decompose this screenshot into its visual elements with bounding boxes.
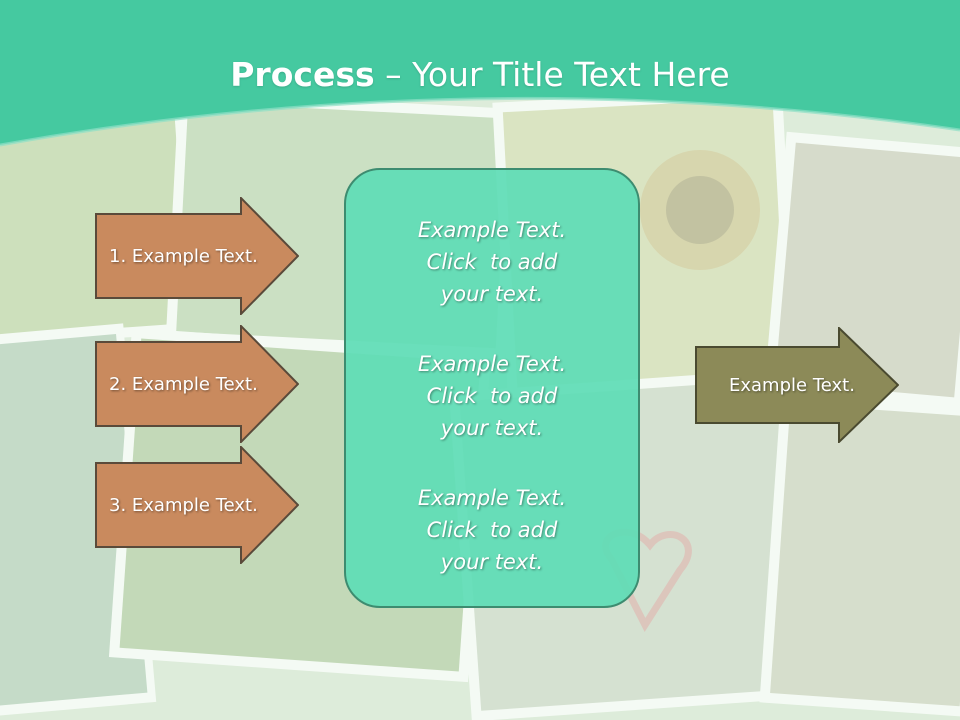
panel-text-block-3[interactable]: Example Text. Click to add your text. bbox=[417, 486, 567, 574]
step-arrow-3-label: 3. Example Text. bbox=[109, 494, 258, 516]
result-arrow-label: Example Text. bbox=[729, 374, 855, 396]
step-arrow-3[interactable]: 3. Example Text. bbox=[95, 446, 299, 564]
step-arrow-1[interactable]: 1. Example Text. bbox=[95, 197, 299, 315]
arrow-shape-icon bbox=[95, 325, 299, 443]
panel-text-block-1[interactable]: Example Text. Click to add your text. bbox=[417, 218, 567, 306]
arrow-shape-icon bbox=[695, 327, 899, 443]
slide-title-rest: – Your Title Text Here bbox=[374, 55, 730, 94]
result-arrow[interactable]: Example Text. bbox=[695, 327, 899, 443]
arrow-shape-icon bbox=[95, 446, 299, 564]
arrow-shape-icon bbox=[95, 197, 299, 315]
photo-frame-lighthouse bbox=[759, 393, 960, 717]
slide-title[interactable]: Process – Your Title Text Here bbox=[0, 52, 960, 98]
header-band bbox=[0, 0, 960, 145]
slide-title-strong: Process bbox=[230, 55, 375, 94]
center-text-panel[interactable]: Example Text. Click to add your text. Ex… bbox=[344, 168, 640, 608]
step-arrow-2-label: 2. Example Text. bbox=[109, 373, 258, 395]
panel-text-block-2[interactable]: Example Text. Click to add your text. bbox=[417, 352, 567, 440]
photo-frame-sea bbox=[764, 131, 960, 409]
step-arrow-1-label: 1. Example Text. bbox=[109, 245, 258, 267]
step-arrow-2[interactable]: 2. Example Text. bbox=[95, 325, 299, 443]
